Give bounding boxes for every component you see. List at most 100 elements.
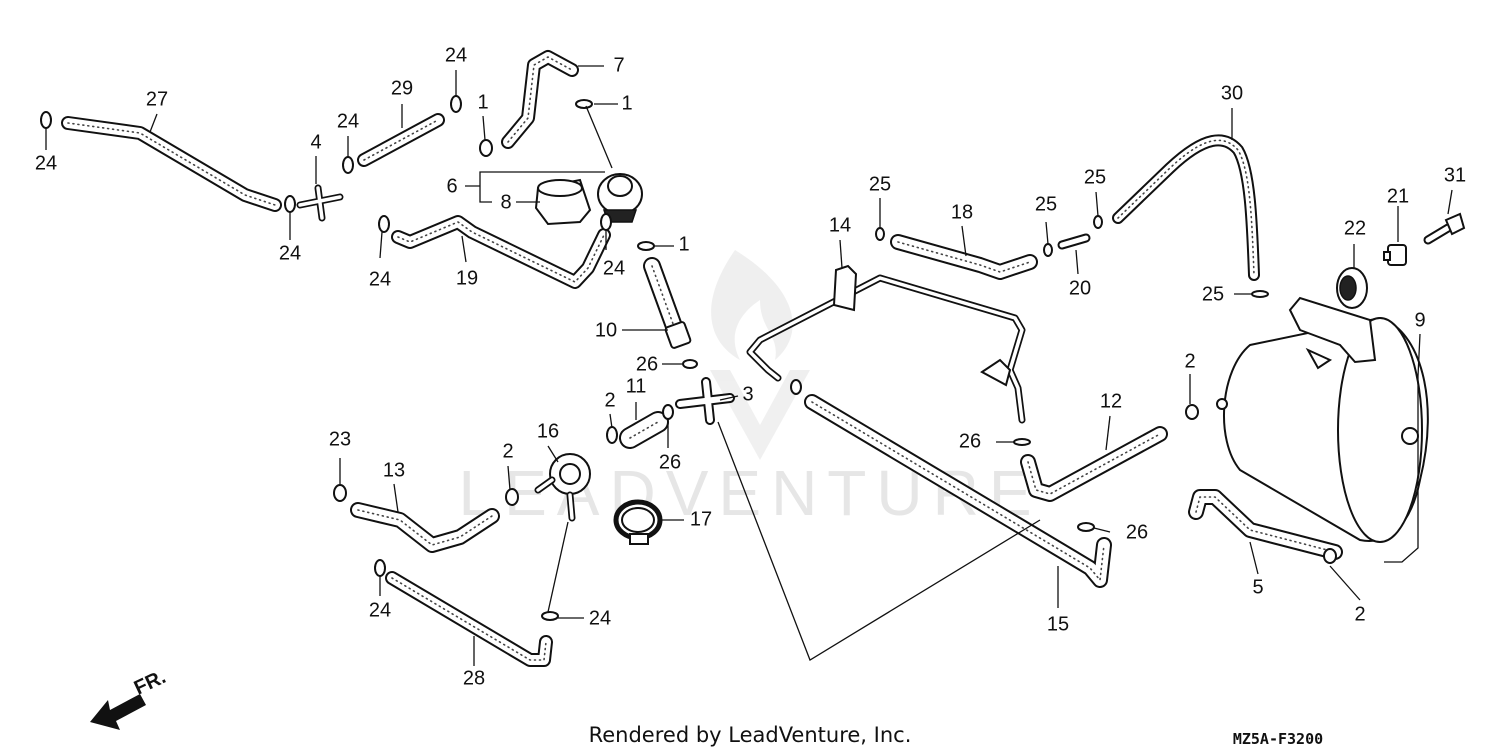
front-direction-arrow: FR.	[90, 666, 169, 730]
callout-25-d: 25	[1202, 283, 1224, 305]
clamp-24-c[interactable]	[342, 156, 354, 174]
callout-24-e: 24	[369, 268, 391, 290]
watermark-logo	[710, 250, 810, 460]
callout-1-a: 1	[477, 91, 488, 113]
collar-21[interactable]	[1383, 244, 1407, 266]
callout-15: 15	[1047, 613, 1069, 635]
clamp-25-a[interactable]	[875, 227, 885, 241]
callout-28: 28	[463, 667, 485, 689]
valve-6[interactable]	[597, 173, 643, 223]
clamp-2-b[interactable]	[505, 488, 519, 506]
callout-26-c: 26	[959, 430, 981, 452]
tube-11[interactable]	[619, 411, 669, 449]
clamp-26-d[interactable]	[1013, 438, 1031, 446]
callout-10: 10	[595, 319, 617, 341]
callout-27: 27	[146, 88, 168, 110]
callout-3: 3	[742, 383, 753, 405]
callout-25-c: 25	[1084, 166, 1106, 188]
t-joint-4[interactable]	[296, 184, 344, 222]
callout-22: 22	[1344, 217, 1366, 239]
callout-24-h: 24	[589, 607, 611, 629]
clamp-26-e[interactable]	[1077, 522, 1095, 532]
clamp-17[interactable]	[613, 499, 663, 545]
callout-26-b: 26	[659, 451, 681, 473]
callout-1-b: 1	[621, 92, 632, 114]
callout-6: 6	[446, 175, 457, 197]
hose-13[interactable]	[350, 502, 500, 553]
callout-14: 14	[829, 214, 851, 236]
hose-5[interactable]	[1188, 489, 1343, 560]
callout-16: 16	[537, 420, 559, 442]
callout-25-b: 25	[1035, 193, 1057, 215]
callout-26-a: 26	[636, 353, 658, 375]
clamp-24-b[interactable]	[284, 195, 296, 213]
callout-2-b: 2	[502, 440, 513, 462]
hose-29[interactable]	[357, 113, 445, 167]
callout-13: 13	[383, 459, 405, 481]
hose-7[interactable]	[501, 50, 579, 149]
clamp-2-d[interactable]	[1323, 548, 1337, 564]
grommet-22[interactable]	[1336, 267, 1368, 309]
callout-4: 4	[310, 131, 321, 153]
clamp-24-e[interactable]	[378, 215, 390, 233]
callout-24-b: 24	[279, 242, 301, 264]
clamp-25-d[interactable]	[1251, 290, 1269, 298]
clamp-23[interactable]	[333, 484, 347, 502]
fitting-20[interactable]	[1057, 233, 1091, 250]
clamp-24-h[interactable]	[541, 611, 559, 621]
callout-19: 19	[456, 267, 478, 289]
clamp-24-f[interactable]	[600, 213, 612, 231]
callout-7: 7	[613, 54, 624, 76]
clamp-1-a[interactable]	[479, 139, 493, 157]
callout-30: 30	[1221, 82, 1243, 104]
callout-24-f: 24	[603, 257, 625, 279]
callout-26-d: 26	[1126, 521, 1148, 543]
callout-23: 23	[329, 428, 351, 450]
hose-28[interactable]	[385, 571, 553, 667]
callout-24-c: 24	[337, 110, 359, 132]
leader-lines	[45, 65, 1453, 666]
callout-29: 29	[391, 77, 413, 99]
callout-12: 12	[1100, 390, 1122, 412]
callout-20: 20	[1069, 277, 1091, 299]
clamp-1-b[interactable]	[575, 99, 593, 109]
clamp-25-c[interactable]	[1093, 215, 1103, 229]
callout-24-g: 24	[369, 599, 391, 621]
clamp-25-b[interactable]	[1043, 243, 1053, 257]
callout-1-c: 1	[678, 233, 689, 255]
render-credit: Rendered by LeadVenture, Inc.	[589, 723, 912, 747]
clamp-24-d[interactable]	[450, 95, 462, 113]
callout-11: 11	[626, 375, 647, 397]
clamp-1-c[interactable]	[637, 241, 655, 251]
clamp-24-a[interactable]	[40, 111, 52, 129]
hose-27[interactable]	[61, 116, 282, 212]
clamp-2-c[interactable]	[1185, 404, 1199, 420]
callout-2-c: 2	[1184, 350, 1195, 372]
boot-8[interactable]	[534, 178, 592, 226]
clamp-26-c[interactable]	[790, 379, 802, 395]
clamp-26-a[interactable]	[682, 359, 698, 369]
hose-10[interactable]	[643, 257, 692, 349]
callout-2-d: 2	[1354, 603, 1365, 625]
callout-24-a: 24	[35, 152, 57, 174]
hose-30[interactable]	[1112, 134, 1260, 281]
bolt-31[interactable]	[1423, 212, 1466, 245]
callout-17: 17	[690, 508, 712, 530]
clamp-2-a[interactable]	[606, 426, 618, 444]
clamp-26-b[interactable]	[662, 404, 674, 420]
callout-9: 9	[1414, 309, 1425, 331]
callout-labels: 27 24 24 4 24 29 24 1 7 1 6 8 24 19 24 1…	[35, 44, 1466, 689]
hose-19[interactable]	[391, 215, 611, 289]
pipe-14[interactable]	[746, 264, 1026, 424]
callout-21: 21	[1387, 185, 1409, 207]
callout-24-d: 24	[445, 44, 467, 66]
hose-18[interactable]	[890, 234, 1038, 280]
clamp-24-g[interactable]	[374, 559, 386, 577]
callout-8: 8	[500, 191, 511, 213]
canister-9[interactable]	[1216, 296, 1429, 543]
front-direction-label: FR.	[131, 666, 169, 700]
hose-12[interactable]	[1020, 426, 1168, 502]
hose-15[interactable]	[804, 394, 1112, 588]
fuel-filter-16[interactable]	[534, 453, 591, 522]
